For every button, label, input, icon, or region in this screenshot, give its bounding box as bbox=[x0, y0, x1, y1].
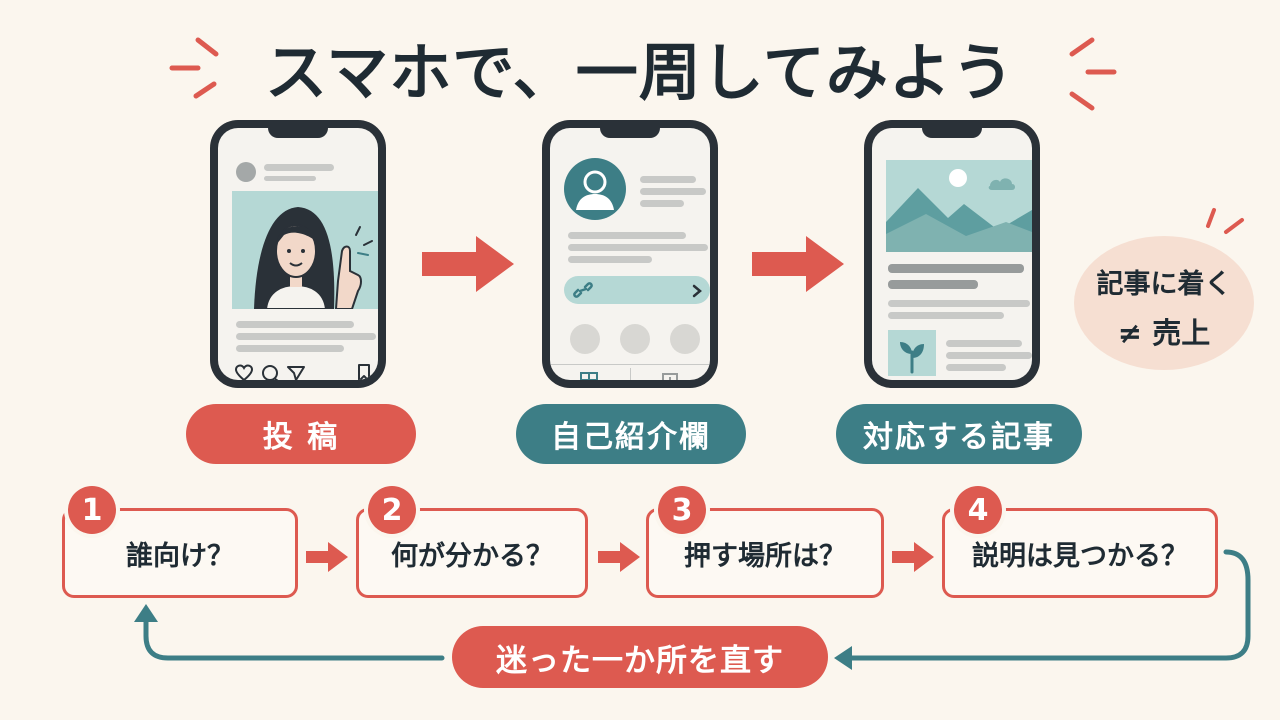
highlight-circle-2[interactable] bbox=[620, 324, 650, 354]
article-side-bar-2 bbox=[946, 352, 1032, 359]
post-image-woman bbox=[232, 191, 378, 309]
tagged-tab-icon[interactable] bbox=[662, 373, 678, 380]
step-2-badge: 2 bbox=[368, 486, 416, 534]
plant-icon bbox=[888, 330, 936, 376]
post-caption-bar-1 bbox=[236, 321, 354, 328]
step-3-badge: 3 bbox=[658, 486, 706, 534]
heart-icon bbox=[234, 364, 254, 380]
mountain-image-icon bbox=[886, 160, 1032, 252]
post-avatar bbox=[236, 162, 256, 182]
profile-link-button[interactable] bbox=[564, 276, 710, 304]
stage-label-profile: 自己紹介欄 bbox=[516, 404, 746, 464]
article-headline-bar-1 bbox=[888, 264, 1024, 273]
step-4-box: 説明は見つかる？ bbox=[942, 508, 1218, 598]
grid-icon[interactable] bbox=[580, 372, 598, 380]
profile-bio-bar-2 bbox=[568, 244, 708, 251]
phone-profile bbox=[542, 120, 718, 388]
burst-right-icon bbox=[1069, 37, 1117, 111]
post-caption-bar-3 bbox=[236, 345, 344, 352]
article-side-bar-3 bbox=[946, 364, 1006, 371]
article-body-bar-2 bbox=[888, 312, 1004, 319]
bookmark-icon bbox=[358, 364, 370, 380]
stage-label-article: 対応する記事 bbox=[836, 404, 1082, 464]
highlight-circle-1[interactable] bbox=[570, 324, 600, 354]
phone-notch bbox=[922, 126, 982, 138]
profile-name-bar bbox=[640, 176, 696, 183]
phone-notch bbox=[268, 126, 328, 138]
article-body-bar-1 bbox=[888, 300, 1030, 307]
user-avatar-icon bbox=[564, 158, 626, 220]
step-1-box: 誰向け？ bbox=[62, 508, 298, 598]
profile-screen bbox=[550, 128, 710, 380]
step-4-badge: 4 bbox=[954, 486, 1002, 534]
profile-tab-separator bbox=[630, 368, 631, 380]
profile-handle-bar bbox=[640, 188, 706, 195]
arrow-right-icon bbox=[422, 236, 514, 292]
burst-callout-icon bbox=[1206, 208, 1244, 234]
page-title: スマホで、一周してみよう bbox=[265, 36, 1015, 109]
arrow-right-icon bbox=[892, 542, 934, 572]
post-screen bbox=[218, 128, 378, 380]
arrow-right-icon bbox=[598, 542, 640, 572]
send-icon bbox=[287, 366, 305, 380]
chevron-right-icon bbox=[692, 284, 702, 298]
arrow-right-icon bbox=[306, 542, 348, 572]
callout-bubble bbox=[1074, 236, 1254, 370]
post-meta-bar bbox=[264, 176, 316, 181]
fix-one-spot-label: 迷った一か所を直す bbox=[452, 626, 828, 688]
callout-text-1: 記事に着く bbox=[1096, 269, 1232, 300]
phone-notch bbox=[600, 126, 660, 138]
article-screen bbox=[872, 128, 1032, 380]
comment-icon bbox=[262, 365, 279, 380]
post-username-bar bbox=[264, 164, 334, 171]
callout-text-2: ≠ 売上 bbox=[1117, 316, 1211, 350]
article-headline-bar-2 bbox=[888, 280, 978, 289]
burst-left-icon bbox=[169, 37, 219, 99]
profile-tab-divider bbox=[550, 364, 710, 365]
profile-bio-bar-1 bbox=[568, 232, 686, 239]
step-1-badge: 1 bbox=[68, 486, 116, 534]
post-caption-bar-2 bbox=[236, 333, 376, 340]
stage-label-post: 投 稿 bbox=[186, 404, 416, 464]
profile-meta-bar bbox=[640, 200, 684, 207]
phone-post bbox=[210, 120, 386, 388]
highlight-circle-3[interactable] bbox=[670, 324, 700, 354]
link-icon bbox=[573, 282, 593, 298]
profile-bio-bar-3 bbox=[568, 256, 652, 263]
arrow-right-icon bbox=[752, 236, 844, 292]
article-side-bar-1 bbox=[946, 340, 1022, 347]
phone-article bbox=[864, 120, 1040, 388]
